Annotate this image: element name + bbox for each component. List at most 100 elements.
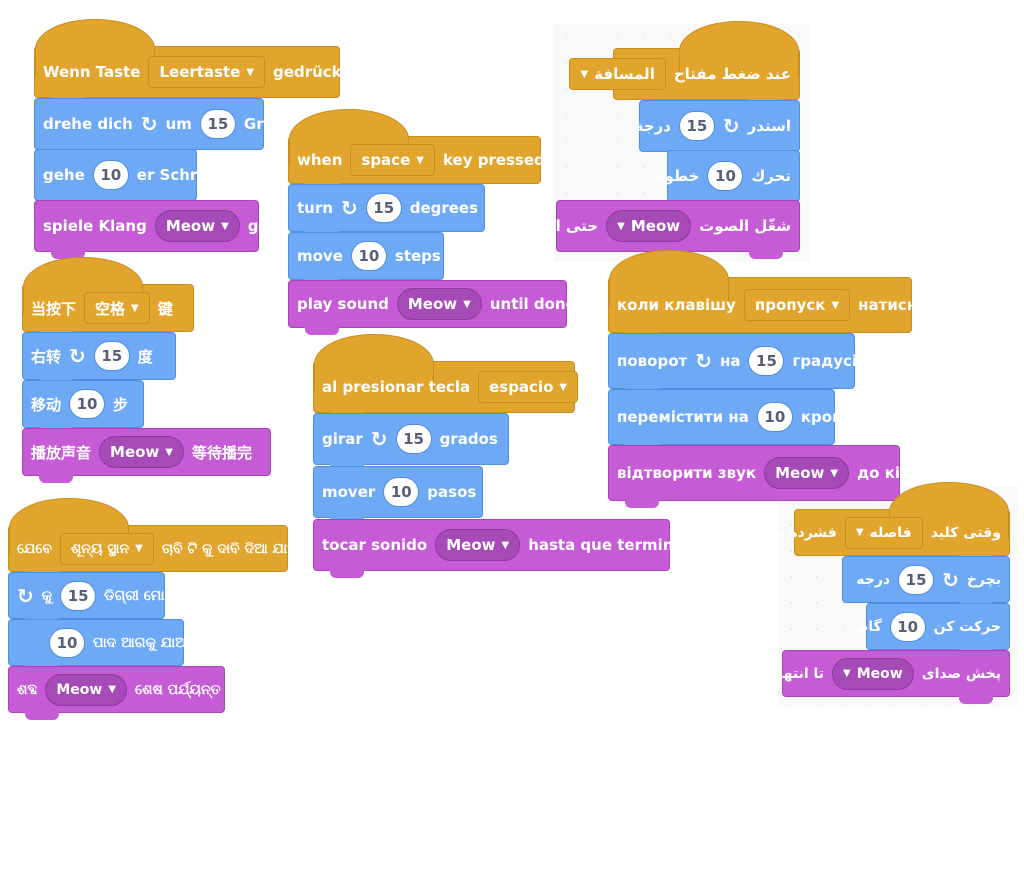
hat-block-when-key-pressed[interactable]: ଯେବେ ଶୂନ୍ୟ ସ୍ଥାନ▼ ଚାବି ଟି କୁ ଦାବି ଦିଆ ଯା… xyxy=(8,498,297,579)
play-sound-block[interactable]: spiele Klang Meow▼ ganz xyxy=(34,200,288,259)
block-text: ପାଦ ଆଗକୁ ଯାଅ xyxy=(93,634,187,651)
block-text: drehe dich xyxy=(43,115,133,133)
move-block[interactable]: mover 10 pasos xyxy=(313,466,483,525)
move-block[interactable]: move 10 steps xyxy=(288,232,444,287)
rotate-clockwise-icon: ↻ xyxy=(722,114,740,138)
chevron-down-icon: ▼ xyxy=(416,154,424,166)
steps-input[interactable]: 10 xyxy=(350,241,387,271)
degrees-input[interactable]: 15 xyxy=(748,346,785,376)
move-block[interactable]: gehe 10 er Schritt xyxy=(34,149,217,208)
steps-input[interactable]: 10 xyxy=(756,402,793,432)
block-text: key pressed xyxy=(442,151,545,169)
block-text: er Schritt xyxy=(136,166,217,184)
degrees-input[interactable]: 15 xyxy=(678,111,715,141)
block-text: коли клавішу xyxy=(617,296,736,314)
rotate-clockwise-icon: ↻ xyxy=(140,112,158,136)
move-block[interactable]: перемістити на 10 кроків xyxy=(608,389,857,452)
sound-dropdown[interactable]: Meow▼ xyxy=(832,657,914,690)
chevron-down-icon: ▼ xyxy=(831,299,840,311)
turn-block[interactable]: 右转 ↻ 15 度 xyxy=(22,332,176,387)
block-text: درجة xyxy=(634,117,671,135)
block-text: شغّل الصوت xyxy=(699,217,791,235)
steps-input[interactable]: 10 xyxy=(383,477,420,507)
block-text: degrees xyxy=(409,199,479,217)
play-sound-block[interactable]: ଶବ୍ଦ Meow▼ ଶେଷ ପର୍ଯ୍ୟନ୍ତ କର xyxy=(8,666,246,720)
block-text: 播放声音 xyxy=(31,443,92,462)
degrees-input[interactable]: 15 xyxy=(60,580,97,611)
block-text: відтворити звук xyxy=(617,464,757,482)
sound-dropdown[interactable]: Meow▼ xyxy=(606,210,692,242)
turn-block[interactable]: drehe dich ↻ um 15 Grad xyxy=(34,98,285,157)
move-block[interactable]: تحرك 10 خطوة xyxy=(656,150,800,209)
block-text: when xyxy=(297,151,343,169)
block-text: до кінця xyxy=(857,464,932,482)
block-text: خطوة xyxy=(655,167,700,185)
play-sound-block[interactable]: 播放声音 Meow▼ 等待播完 xyxy=(22,428,271,483)
sound-dropdown[interactable]: Meow▼ xyxy=(435,529,521,561)
block-text: ଡିଗ୍ରୀ ମୋଡ xyxy=(104,587,175,604)
block-text: گام xyxy=(857,618,882,635)
block-text: tocar sonido xyxy=(322,536,428,554)
move-block[interactable]: 移动 10 步 xyxy=(22,380,144,435)
key-dropdown[interactable]: فاصله▼ xyxy=(844,516,923,549)
play-sound-block[interactable]: play sound Meow▼ until done xyxy=(288,280,576,335)
play-sound-block[interactable]: відтворити звук Meow▼ до кінця xyxy=(608,445,931,508)
block-text: 等待播完 xyxy=(191,443,252,462)
turn-block[interactable]: استدر ↻ 15 درجة xyxy=(635,100,800,159)
steps-input[interactable]: 10 xyxy=(707,161,744,191)
play-sound-block[interactable]: tocar sonido Meow▼ hasta que termine xyxy=(313,519,684,578)
steps-input[interactable]: 10 xyxy=(69,389,106,419)
sound-dropdown[interactable]: Meow▼ xyxy=(154,210,240,242)
block-text: move xyxy=(297,247,343,265)
key-dropdown[interactable]: space▼ xyxy=(350,144,435,176)
rotate-clockwise-icon: ↻ xyxy=(942,567,959,592)
sound-dropdown[interactable]: Meow▼ xyxy=(45,673,128,706)
move-block[interactable]: حرکت کن 10 گام xyxy=(858,603,1010,657)
rotate-clockwise-icon: ↻ xyxy=(370,427,388,451)
turn-block[interactable]: بچرخ ↻ 15 درجه xyxy=(842,556,1010,610)
rotate-clockwise-icon: ↻ xyxy=(340,196,358,220)
block-text: al presionar tecla xyxy=(322,378,471,396)
block-text: ଶବ୍ଦ xyxy=(17,681,38,698)
rotate-clockwise-icon: ↻ xyxy=(695,349,712,373)
hat-block-when-key-pressed[interactable]: коли клавішу пропуск▼ натиснуто xyxy=(608,250,946,340)
block-text: ଯେବେ xyxy=(17,540,52,557)
play-sound-block[interactable]: پخش صدای Meow▼ تا انتها xyxy=(778,650,1010,704)
key-dropdown[interactable]: Leertaste▼ xyxy=(148,56,266,88)
hat-block-when-key-pressed[interactable]: 当按下 空格▼ 键 xyxy=(22,257,194,339)
degrees-input[interactable]: 15 xyxy=(395,424,432,454)
steps-input[interactable]: 10 xyxy=(889,611,926,642)
hat-block-when-key-pressed[interactable]: Wenn Taste Leertaste▼ gedrückt wird xyxy=(34,19,391,105)
key-dropdown[interactable]: المسافة▼ xyxy=(569,58,666,90)
block-text: girar xyxy=(322,430,363,448)
hat-block-when-key-pressed[interactable]: when space▼ key pressed xyxy=(288,109,545,191)
steps-input[interactable]: 10 xyxy=(92,160,129,190)
key-dropdown[interactable]: espacio▼ xyxy=(478,371,579,403)
play-sound-block[interactable]: شغّل الصوت Meow▼ حتى انتهاءه xyxy=(512,200,800,259)
block-text: 键 xyxy=(157,299,173,318)
degrees-input[interactable]: 15 xyxy=(199,109,236,139)
hat-block-when-key-pressed[interactable]: al presionar tecla espacio▼ xyxy=(313,334,579,420)
key-dropdown[interactable]: пропуск▼ xyxy=(743,289,851,321)
block-text: استدر xyxy=(747,117,791,135)
turn-block[interactable]: girar ↻ 15 grados xyxy=(313,413,509,472)
chevron-down-icon: ▼ xyxy=(221,220,229,232)
hat-block-when-key-pressed[interactable]: وقتی کلید فاصله▼ فشرده شد xyxy=(763,482,1010,563)
sound-dropdown[interactable]: Meow▼ xyxy=(764,457,850,489)
sound-dropdown[interactable]: Meow▼ xyxy=(396,288,482,320)
rotate-clockwise-icon: ↻ xyxy=(17,583,34,608)
degrees-input[interactable]: 15 xyxy=(365,193,402,223)
block-text: gedrückt wird xyxy=(273,63,392,81)
steps-input[interactable]: 10 xyxy=(49,627,85,658)
turn-block[interactable]: turn ↻ 15 degrees xyxy=(288,184,485,239)
key-dropdown[interactable]: 空格▼ xyxy=(84,292,150,324)
block-text: تا انتها xyxy=(778,665,825,682)
hat-block-when-key-pressed[interactable]: عند ضغط مفتاح المسافة▼ xyxy=(569,21,800,107)
key-dropdown[interactable]: ଶୂନ୍ୟ ସ୍ଥାନ▼ xyxy=(59,532,154,565)
degrees-input[interactable]: 15 xyxy=(898,564,935,595)
turn-block[interactable]: поворот ↻ на 15 градусів xyxy=(608,333,867,396)
sound-dropdown[interactable]: Meow▼ xyxy=(99,436,184,468)
degrees-input[interactable]: 15 xyxy=(93,341,130,371)
move-block[interactable]: 10 ପାଦ ଆଗକୁ ଯାଅ xyxy=(8,619,187,673)
turn-block[interactable]: ↻ କୁ 15 ଡିଗ୍ରୀ ମୋଡ xyxy=(8,572,175,626)
